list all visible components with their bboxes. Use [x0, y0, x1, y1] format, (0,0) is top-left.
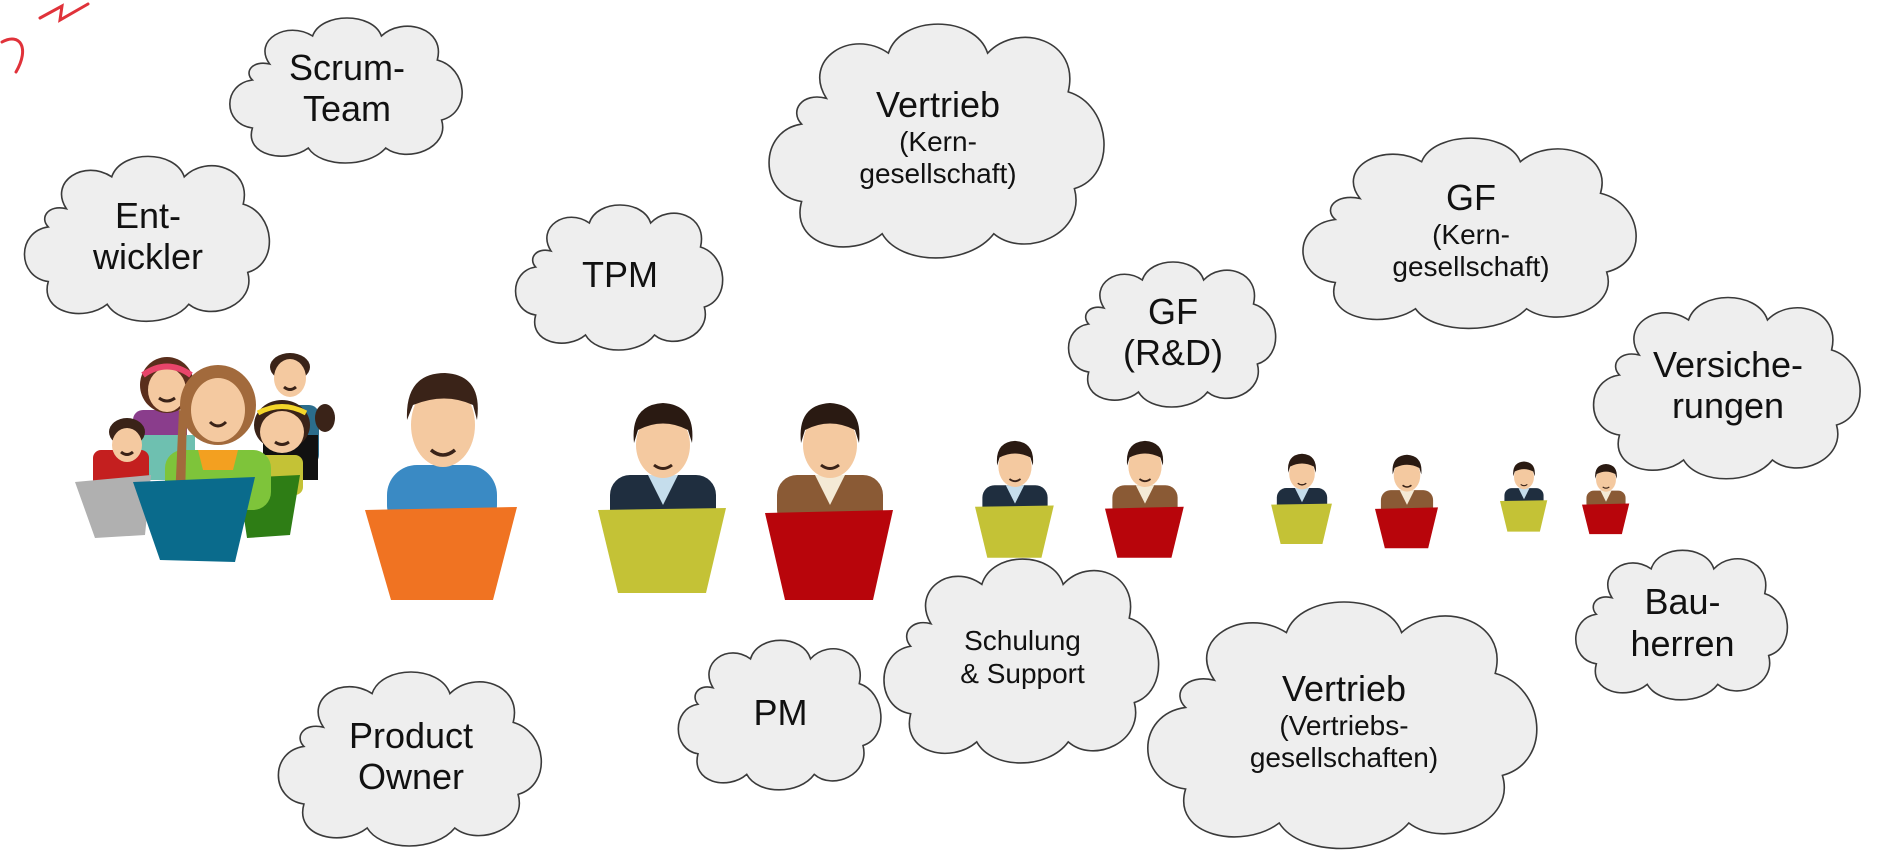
cloud-label-line: TPM — [582, 254, 658, 296]
cloud-label-line: Team — [302, 88, 392, 129]
cloud-label-line: Bau- — [1644, 581, 1721, 623]
red-scribble-icon — [0, 2, 90, 74]
cloud-label-line: PM — [753, 691, 808, 733]
suit-person-icon — [598, 395, 728, 595]
cloud-vertrieb-vertriebsgesellschaften: Vertrieb (Vertriebs- gesellschaften) — [1128, 585, 1560, 857]
cloud-label-line: Ent- — [114, 194, 182, 236]
cloud-label-line: gesellschaft) — [859, 157, 1017, 189]
suit-person-icon — [1270, 450, 1334, 545]
suit-person-icon — [1375, 450, 1439, 550]
cloud-label-line: (Vertriebs- — [1279, 709, 1409, 741]
cloud-shape — [1286, 125, 1656, 335]
suit-person-icon — [975, 435, 1055, 560]
cloud-shape — [265, 660, 557, 852]
cloud-schulung-support: Schulung & Support — [870, 545, 1175, 770]
cloud-pm: PM — [668, 630, 893, 795]
cloud-gf-kerngesellschaft: GF (Kern- gesellschaft) — [1286, 125, 1656, 335]
cloud-gf-rd: GF (R&D) — [1058, 252, 1288, 412]
cloud-shape — [1058, 252, 1288, 412]
cloud-label-line: gesellschaften) — [1249, 741, 1439, 773]
cloud-label-line: (Kern- — [1432, 218, 1510, 250]
suit-person-icon — [1500, 458, 1548, 533]
cloud-label-line: (Kern- — [899, 125, 977, 157]
cloud-label-line: GF — [1446, 177, 1496, 219]
cloud-tpm: TPM — [505, 195, 735, 355]
cloud-label-line: Schulung — [964, 625, 1081, 657]
cloud-label-line: Versiche- — [1652, 343, 1804, 385]
cloud-shape — [1128, 585, 1560, 857]
cloud-bauherren: Bau- herren — [1565, 540, 1800, 705]
cloud-scrum-team: Scrum- Team — [218, 8, 476, 168]
cloud-label-line: rungen — [1671, 385, 1785, 426]
suit-person-icon — [765, 395, 895, 605]
cloud-label-line: GF — [1148, 290, 1198, 332]
cloud-shape — [752, 8, 1124, 266]
cloud-label-line: Vertrieb — [1281, 668, 1407, 710]
cloud-label-line: Vertrieb — [875, 84, 1001, 126]
cloud-shape — [1565, 540, 1800, 705]
cloud-shape — [668, 630, 893, 795]
product-owner-icon — [365, 370, 520, 605]
developer-group-icon — [75, 350, 355, 620]
cloud-shape — [505, 195, 735, 355]
cloud-label-line: (R&D) — [1123, 332, 1223, 373]
cloud-shape — [870, 545, 1175, 770]
cloud-shape — [1580, 285, 1876, 485]
suit-person-icon — [1105, 435, 1185, 560]
cloud-label-line: gesellschaft) — [1392, 250, 1550, 282]
cloud-label-line: Scrum- — [289, 46, 405, 88]
cloud-shape — [218, 8, 476, 168]
suit-person-icon — [1582, 458, 1630, 538]
cloud-label-line: Owner — [357, 756, 465, 797]
cloud-entwickler: Ent- wickler — [12, 145, 284, 327]
cloud-label-line: herren — [1630, 622, 1735, 664]
cloud-label-line: wickler — [92, 236, 203, 277]
cloud-product-owner: Product Owner — [265, 660, 557, 852]
cloud-label-line: & Support — [960, 657, 1085, 689]
cloud-label-line: Product — [348, 714, 474, 756]
cloud-versicherungen: Versiche- rungen — [1580, 285, 1876, 485]
cloud-vertrieb-kerngesellschaft: Vertrieb (Kern- gesellschaft) — [752, 8, 1124, 266]
cloud-shape — [12, 145, 284, 327]
